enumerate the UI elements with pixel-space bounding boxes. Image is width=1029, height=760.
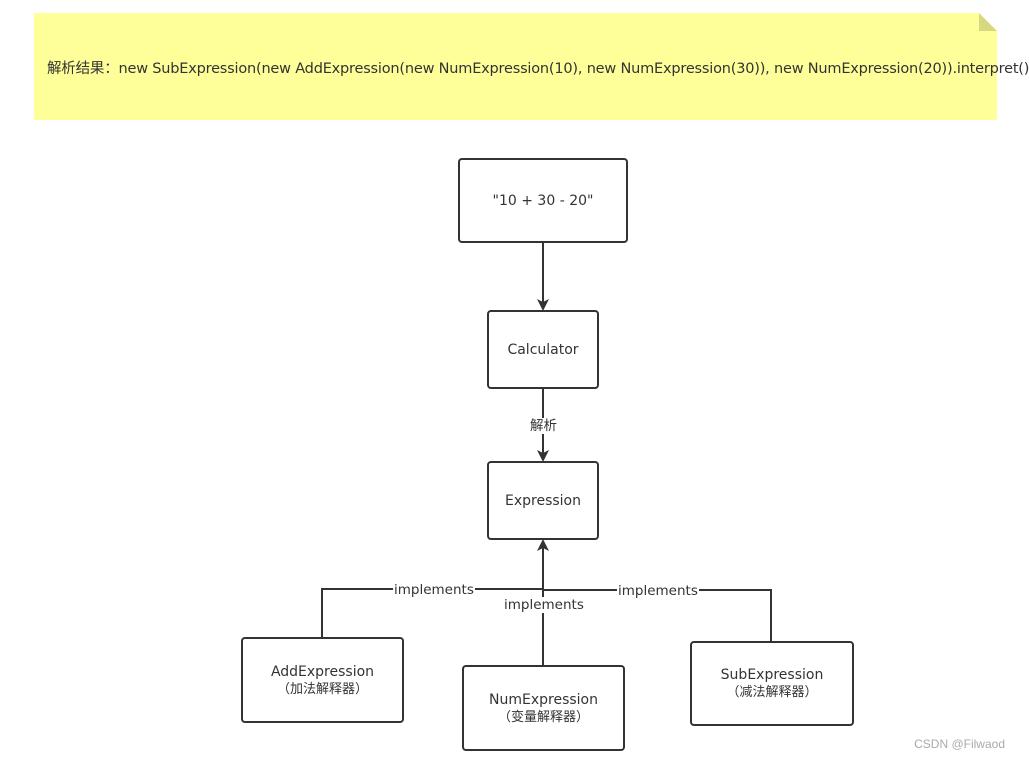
watermark: CSDN @Filwaod [914, 737, 1005, 751]
node-input-string-label: "10 + 30 - 20" [492, 192, 594, 209]
node-sub-expression-sublabel: （减法解释器） [726, 685, 818, 700]
node-num-expression-sublabel: （变量解释器） [497, 709, 589, 725]
node-calculator: Calculator [487, 310, 599, 389]
edge-label-sub-implements: implements [617, 583, 699, 599]
node-num-expression: NumExpression （变量解释器） [462, 665, 625, 751]
node-calculator-label: Calculator [507, 341, 579, 358]
node-num-expression-label: NumExpression [489, 691, 598, 708]
note-text: 解析结果：new SubExpression(new AddExpression… [47, 61, 1029, 77]
edge-label-num-implements: implements [503, 597, 585, 613]
node-expression-label: Expression [505, 492, 581, 509]
edge-label-parse: 解析 [529, 418, 558, 434]
node-expression: Expression [487, 461, 599, 540]
node-add-expression-label: AddExpression [270, 663, 375, 680]
edge-label-add-implements: implements [393, 582, 475, 598]
node-add-expression-sublabel: （加法解释器） [276, 681, 368, 697]
node-add-expression: AddExpression （加法解释器） [241, 637, 404, 723]
node-sub-expression-label: SubExpression [720, 667, 824, 683]
node-sub-expression: SubExpression （减法解释器） [690, 641, 854, 726]
note-box [34, 13, 997, 120]
node-input-string: "10 + 30 - 20" [458, 158, 628, 243]
